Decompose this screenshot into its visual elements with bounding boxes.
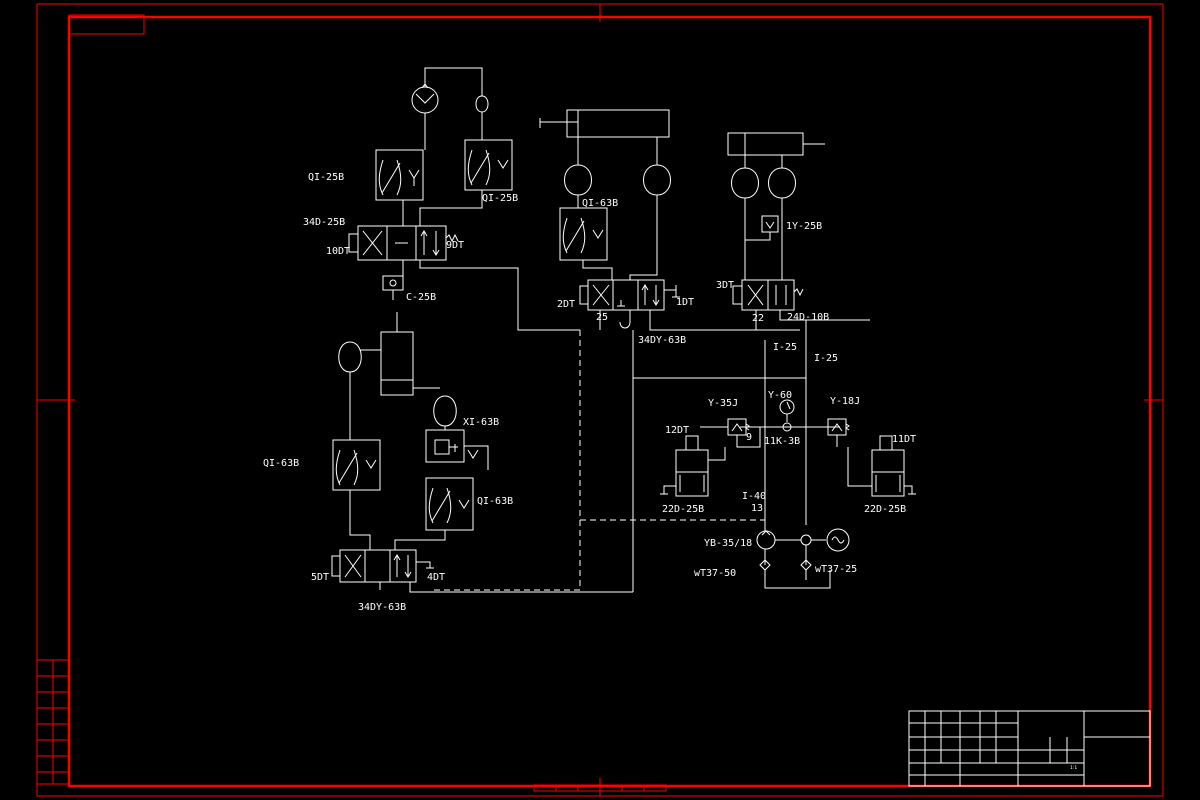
label-10dt: 10DT — [326, 246, 350, 257]
label-i25-b: I-25 — [814, 353, 838, 364]
label-22: 22 — [752, 313, 764, 324]
label-4dt: 4DT — [427, 572, 445, 583]
throttle-check-valve-left — [375, 149, 424, 201]
label-34dy63b-top: 34DY-63B — [638, 335, 686, 346]
throttle-check-valve-left-lower — [332, 439, 381, 491]
label-qi25b-right: QI-25B — [482, 193, 518, 204]
label-qi63b-mid: QI-63B — [582, 198, 618, 209]
label-qi25b-left: QI-25B — [308, 172, 344, 183]
label-xi63b: XI-63B — [463, 417, 499, 428]
label-2dt: 2DT — [557, 299, 575, 310]
label-12dt: 12DT — [665, 425, 689, 436]
label-1y25b: 1Y-25B — [786, 221, 822, 232]
bottom-ruler — [533, 784, 667, 792]
label-9: 9 — [746, 432, 752, 443]
feed-cylinder-circuit — [727, 132, 870, 525]
left-side-table — [36, 659, 70, 785]
pressure-gauge-icon — [779, 399, 795, 432]
directional-valve-22d25b-left — [660, 435, 726, 497]
supply-lines — [430, 330, 840, 592]
label-c25b: C-25B — [406, 292, 436, 303]
label-y60: Y-60 — [768, 390, 792, 401]
directional-valve-34d25b — [348, 225, 459, 261]
clamping-cylinder-circuit — [539, 109, 800, 331]
pressure-relay-1y25b — [761, 215, 779, 233]
label-25: 25 — [596, 312, 608, 323]
label-11k3b: 11K-3B — [764, 436, 800, 447]
scale-text: 1:1 — [1070, 765, 1077, 771]
label-3dt: 3DT — [716, 280, 734, 291]
hydraulic-motor-circuit — [348, 67, 580, 331]
throttle-check-valve-lower — [425, 477, 474, 531]
motor-icon — [411, 83, 439, 114]
label-34dy63b-bottom: 34DY-63B — [358, 602, 406, 613]
label-qi63b-lower: QI-63B — [477, 496, 513, 507]
label-13: 13 — [751, 503, 763, 514]
label-y18j: Y-18J — [830, 396, 860, 407]
electric-motor-icon — [775, 528, 850, 580]
label-i25-a: I-25 — [773, 342, 797, 353]
throttle-check-valve-mid — [559, 207, 608, 261]
label-9dt: 9DT — [446, 240, 464, 251]
label-5dt: 5DT — [311, 572, 329, 583]
relief-valve-y35j — [727, 418, 761, 448]
component-labels: QI-25B QI-25B 34D-25B 10DT 9DT C-25B QI-… — [263, 172, 916, 613]
cylinder-icon — [539, 109, 670, 138]
title-block: 1:1 — [908, 710, 1151, 787]
directional-valve-24d10b — [732, 279, 804, 311]
label-22d25b-left: 22D-25B — [662, 504, 704, 515]
label-22d25b-right: 22D-25B — [864, 504, 906, 515]
label-24d10b: 24D-10B — [787, 312, 829, 323]
label-qi63b-left: QI-63B — [263, 458, 299, 469]
label-11dt: 11DT — [892, 434, 916, 445]
pump-icon — [756, 520, 831, 589]
label-wt37-25: wT37-25 — [815, 564, 857, 575]
drawing-frame — [36, 3, 1164, 797]
top-left-title-box — [68, 14, 145, 35]
label-yb35-18: YB-35/18 — [704, 538, 752, 549]
relief-valve-y18j — [827, 418, 850, 447]
label-34d25b: 34D-25B — [303, 217, 345, 228]
directional-valve-34dy63b-lower — [331, 549, 434, 583]
label-i40: I-40 — [742, 491, 766, 502]
label-wt37-50: wT37-50 — [694, 568, 736, 579]
directional-valve-34dy63b — [579, 279, 680, 311]
label-1dt: 1DT — [676, 297, 694, 308]
lower-cylinder-circuit — [331, 312, 633, 593]
directional-valve-22d25b-right — [847, 435, 916, 497]
label-y35j: Y-35J — [708, 398, 738, 409]
throttle-check-valve-right — [464, 139, 513, 191]
check-valve-c25b — [382, 275, 404, 300]
